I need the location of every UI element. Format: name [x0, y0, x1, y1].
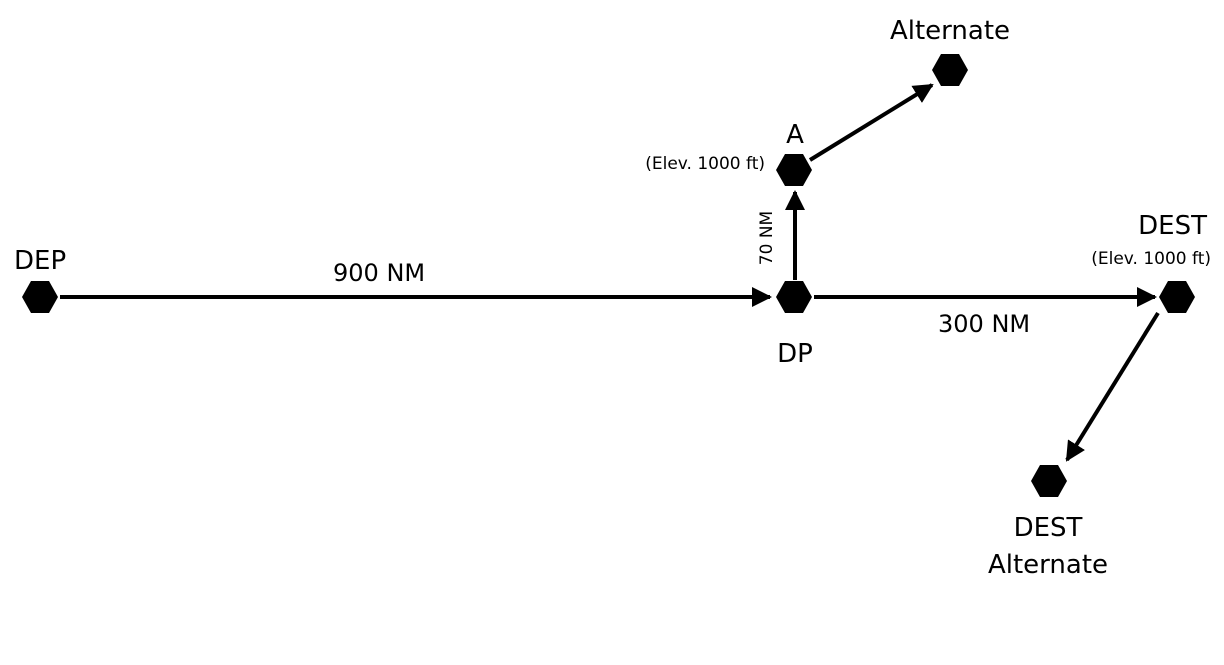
dp-label: DP — [777, 339, 813, 369]
dp-node — [776, 281, 812, 313]
dest-node — [1159, 281, 1195, 313]
dest-label: DEST — [1138, 211, 1207, 241]
a-label: A — [786, 120, 804, 150]
a-elevation: (Elev. 1000 ft) — [645, 154, 765, 174]
a-node — [776, 154, 812, 186]
alternate-node — [932, 54, 968, 86]
leg-a-alternate — [808, 83, 934, 162]
dep-label: DEP — [14, 246, 66, 276]
dest-elevation: (Elev. 1000 ft) — [1091, 249, 1211, 269]
leg-dp-a-distance: 70 NM — [757, 211, 777, 265]
dest-alternate-label-line2: Alternate — [988, 550, 1108, 580]
leg-dp-dest-distance: 300 NM — [938, 310, 1030, 338]
dest-alternate-label-line1: DEST — [1014, 513, 1083, 543]
leg-dest-dest-alternate — [1065, 311, 1160, 462]
dep-node — [22, 281, 58, 313]
leg-dep-dp-distance: 900 NM — [333, 259, 425, 287]
dest-alternate-node — [1031, 465, 1067, 497]
alternate-label: Alternate — [890, 16, 1010, 46]
